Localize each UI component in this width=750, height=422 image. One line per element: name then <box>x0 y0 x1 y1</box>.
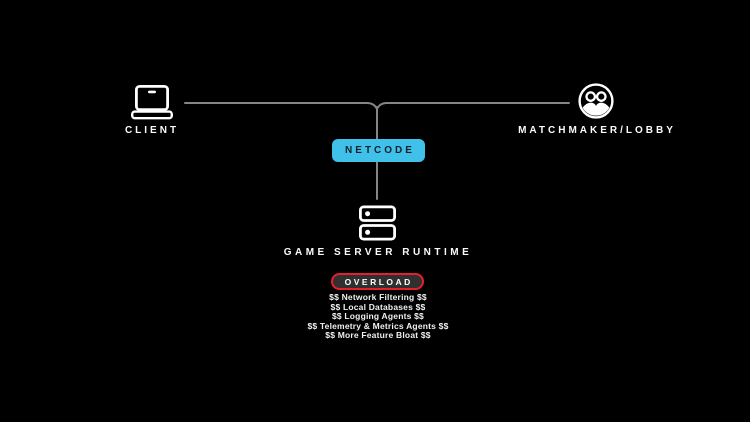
netcode-label: NETCODE <box>345 145 415 156</box>
overload-items: $$ Network Filtering $$ $$ Local Databas… <box>252 292 504 341</box>
server-stack-icon <box>359 205 397 241</box>
connector-client-netcode <box>184 102 378 110</box>
users-shoulders <box>582 102 610 116</box>
overload-item: $$ More Feature Bloat $$ <box>325 330 431 341</box>
client-label: CLIENT <box>124 125 180 136</box>
overload-item: $$ Logging Agents $$ <box>331 311 424 322</box>
connector-matchmaker-netcode <box>376 102 570 110</box>
game-server-runtime-label: GAME SERVER RUNTIME <box>283 247 473 258</box>
overload-item: $$ Telemetry & Metrics Agents $$ <box>307 320 449 331</box>
overload-label: OVERLOAD <box>344 276 413 287</box>
netcode-badge: NETCODE <box>332 139 425 162</box>
laptop-icon <box>131 85 173 120</box>
overload-item: $$ Network Filtering $$ <box>329 292 427 302</box>
matchmaker-label: MATCHMAKER/LOBBY <box>518 125 676 136</box>
users-circle-icon <box>578 83 614 119</box>
overload-item: $$ Local Databases $$ <box>330 301 426 312</box>
overload-badge: OVERLOAD <box>331 273 424 290</box>
